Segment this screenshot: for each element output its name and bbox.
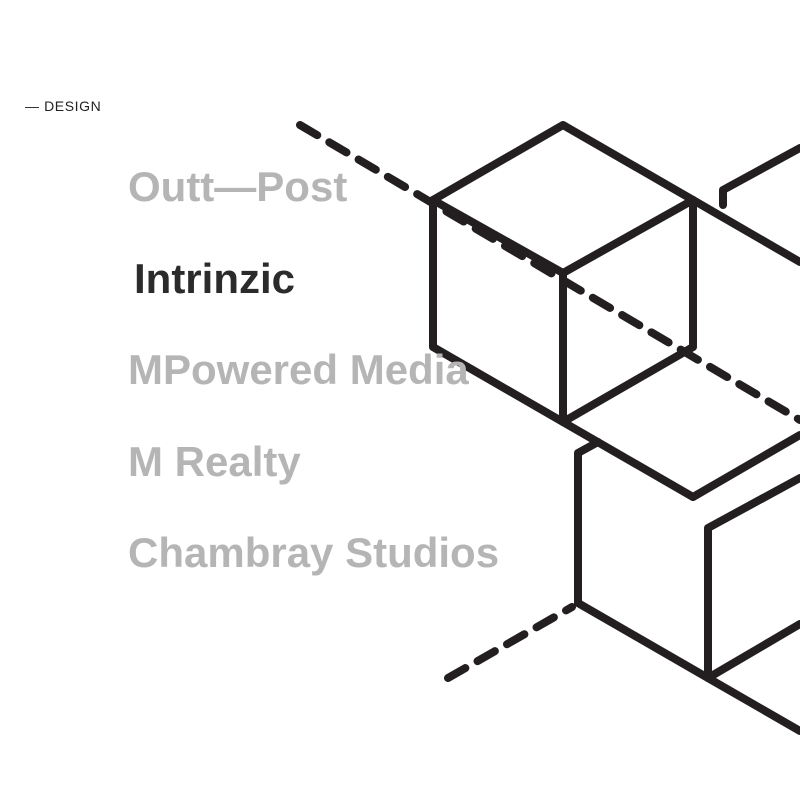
project-link-mpowered-media[interactable]: MPowered Media	[128, 346, 469, 393]
project-link-outt-post[interactable]: Outt—Post	[128, 163, 348, 210]
project-link-chambray-studios[interactable]: Chambray Studios	[128, 529, 500, 576]
dashed-guide-upper	[296, 121, 800, 424]
project-link-intrinzic[interactable]: Intrinzic	[134, 255, 296, 302]
section-label: — DESIGN	[25, 98, 102, 114]
cube-top-right	[689, 144, 800, 266]
cube-lower	[574, 438, 800, 735]
dashed-guide-lower	[444, 603, 576, 682]
project-link-m-realty[interactable]: M Realty	[128, 438, 301, 485]
